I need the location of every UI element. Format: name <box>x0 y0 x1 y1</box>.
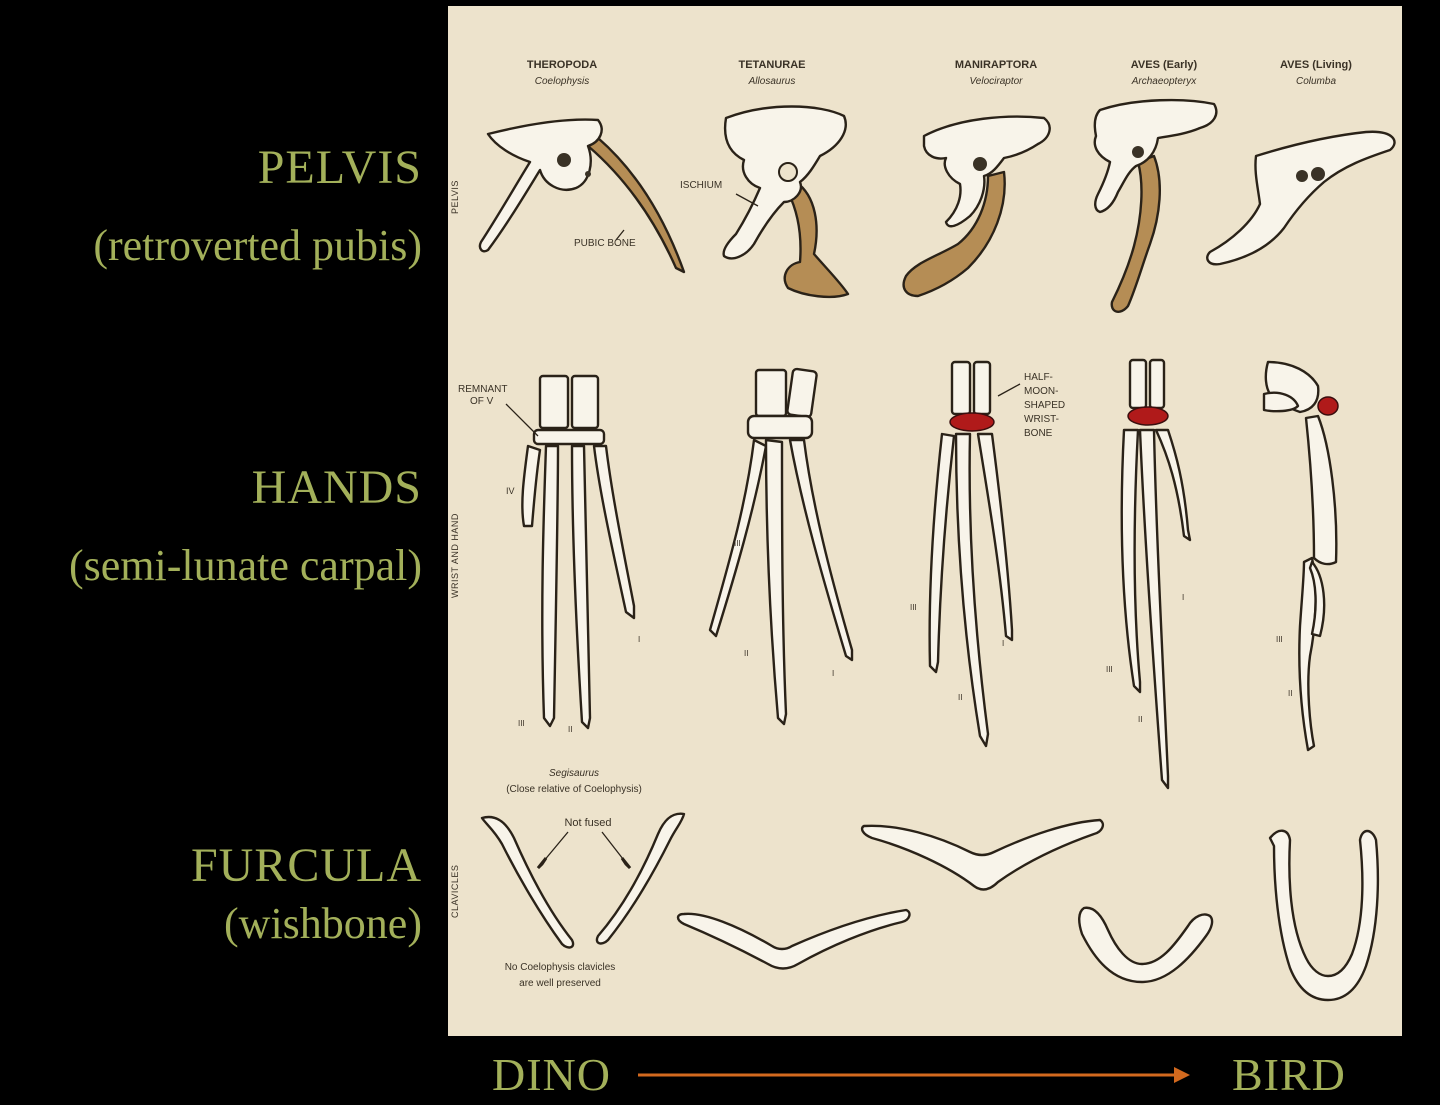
arch-digit-iii: III <box>1106 665 1113 674</box>
dino-label: DINO <box>492 1049 611 1100</box>
col-4-group: AVES (Early) <box>1131 59 1198 71</box>
allo-digit-ii: II <box>744 649 748 658</box>
half-moon-label-3: SHAPED <box>1024 400 1065 411</box>
furcula-columba <box>1268 829 1380 1002</box>
furcula-velociraptor <box>860 818 1105 891</box>
half-moon-label-1: HALF- <box>1024 372 1053 383</box>
allo-digit-i: I <box>832 669 834 678</box>
pubic-bone-label: PUBIC BONE <box>574 238 636 249</box>
diagram-panel: PELVIS WRIST AND HAND CLAVICLES THEROPOD… <box>448 6 1402 1036</box>
col-1-group: THEROPODA <box>527 59 597 71</box>
pelvis-archaeopteryx <box>1093 98 1218 313</box>
col-5-genus: Columba <box>1296 76 1336 87</box>
furcula-archaeopteryx <box>1078 906 1214 984</box>
dino-to-bird-arrow <box>638 1067 1190 1083</box>
pelvis-columba <box>1206 130 1396 266</box>
col-1-genus: Coelophysis <box>535 76 589 87</box>
furcula-allosaurus <box>676 908 911 970</box>
remnant-label-1: REMNANT <box>458 384 507 395</box>
column-headers: THEROPODA Coelophysis TETANURAE Allosaur… <box>527 59 1352 87</box>
half-moon-label-5: BONE <box>1024 428 1053 439</box>
bird-label: BIRD <box>1232 1049 1346 1100</box>
hands-subtitle: (semi-lunate carpal) <box>68 541 422 591</box>
not-fused-label: Not fused <box>564 817 611 829</box>
furcula-subtitle: (wishbone) <box>224 899 422 949</box>
pelvis-velociraptor <box>902 115 1051 298</box>
coel-digit-i: I <box>638 635 640 644</box>
pelvis-title: PELVIS <box>257 141 422 194</box>
half-moon-wristbone-columba <box>1317 396 1339 416</box>
pelvis-allosaurus: ISCHIUM <box>680 105 850 299</box>
coel-digit-ii: II <box>568 725 572 734</box>
half-moon-wristbone-velociraptor <box>949 412 995 432</box>
segisaurus-label: Segisaurus <box>549 768 599 779</box>
clavicles-segisaurus: Segisaurus (Close relative of Coelophysi… <box>480 768 686 989</box>
half-moon-label-4: WRIST- <box>1024 414 1059 425</box>
hand-velociraptor: HALF- MOON- SHAPED WRIST- BONE III II I <box>910 360 1065 748</box>
columba-digit-ii: II <box>1288 689 1292 698</box>
velo-digit-i: I <box>1002 639 1004 648</box>
hand-allosaurus: III II I <box>708 367 854 726</box>
col-3-group: MANIRAPTORA <box>955 59 1037 71</box>
ischium-label: ISCHIUM <box>680 180 722 191</box>
hand-archaeopteryx: III II I <box>1106 358 1192 790</box>
half-moon-wristbone-archaeopteryx <box>1127 406 1169 426</box>
segisaurus-note: (Close relative of Coelophysis) <box>506 784 642 795</box>
pelvis-coelophysis: PUBIC BONE <box>478 118 686 274</box>
col-2-group: TETANURAE <box>738 59 805 71</box>
pelvis-side-label: PELVIS (retroverted pubis) <box>93 140 422 272</box>
furcula-title: FURCULA <box>190 839 422 892</box>
velo-digit-ii: II <box>958 693 962 702</box>
arch-digit-ii: II <box>1138 715 1142 724</box>
velo-digit-iii: III <box>910 603 917 612</box>
col-4-genus: Archaeopteryx <box>1131 76 1197 87</box>
arch-digit-i: I <box>1182 593 1184 602</box>
bone-diagram-svg: THEROPODA Coelophysis TETANURAE Allosaur… <box>458 59 1396 1002</box>
hand-coelophysis: REMNANT OF V IV III II I <box>458 374 640 734</box>
allo-digit-iii: III <box>734 539 741 548</box>
col-5-group: AVES (Living) <box>1280 59 1352 71</box>
col-3-genus: Velociraptor <box>970 76 1024 87</box>
no-clavicles-label-1: No Coelophysis clavicles <box>505 962 616 973</box>
hands-title: HANDS <box>251 461 422 514</box>
furcula-side-label: FURCULA (wishbone) <box>191 838 422 950</box>
half-moon-label-2: MOON- <box>1024 386 1058 397</box>
pelvis-subtitle: (retroverted pubis) <box>93 221 422 271</box>
coel-digit-iii: III <box>518 719 525 728</box>
columba-digit-iii: III <box>1276 635 1283 644</box>
no-clavicles-label-2: are well preserved <box>519 978 601 989</box>
remnant-label-2: OF V <box>470 396 494 407</box>
col-2-genus: Allosaurus <box>748 76 796 87</box>
hands-side-label: HANDS (semi-lunate carpal) <box>69 460 422 592</box>
hand-columba: III II <box>1262 360 1339 752</box>
digit-iv-label: IV <box>506 486 515 496</box>
